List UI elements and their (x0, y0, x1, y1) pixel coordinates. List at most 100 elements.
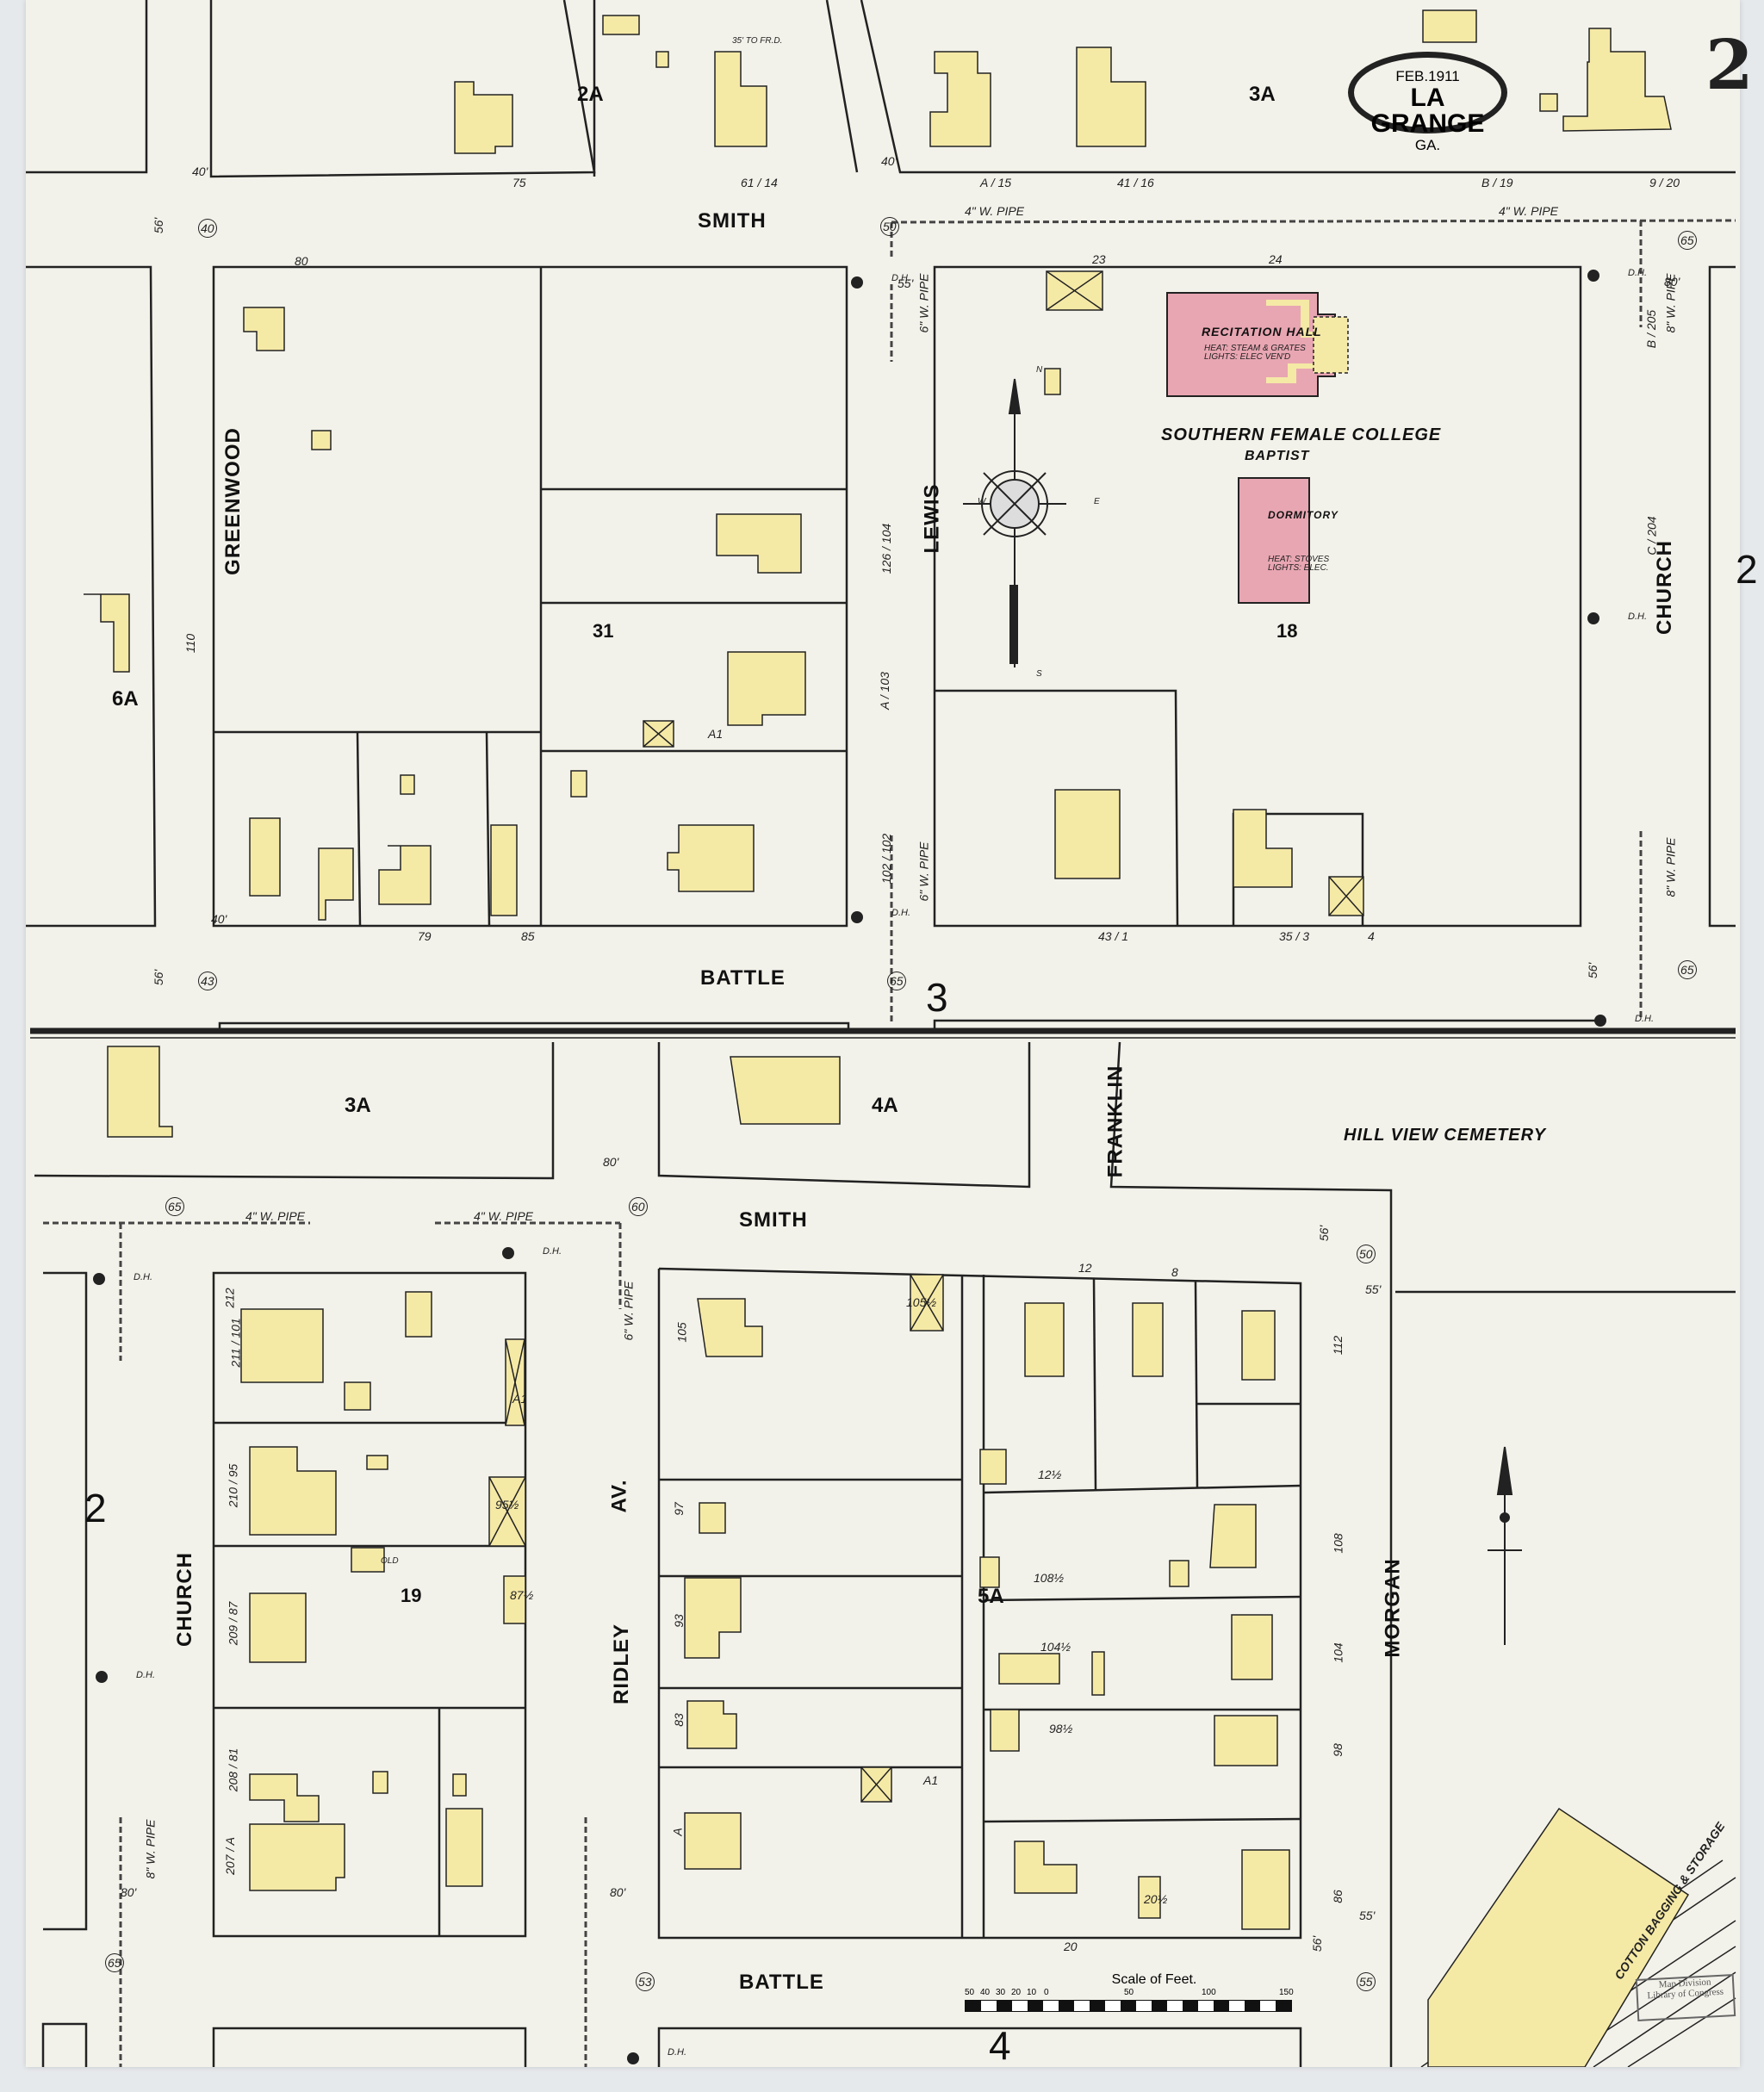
house-number: A1 (923, 1773, 939, 1787)
house-number: 86 (1330, 1890, 1345, 1903)
scale-tick: 100 (1202, 1988, 1216, 1997)
sheet-ref-2-right[interactable]: 2 (1736, 547, 1758, 592)
scale-tick: 10 (1027, 1988, 1037, 1997)
house-number: B / 19 (1481, 176, 1513, 189)
house-number: 112 (1331, 1335, 1345, 1356)
pressure-marker: 65 (1678, 231, 1697, 250)
street-width: 56' (1317, 1225, 1332, 1242)
compass-west: W (978, 497, 986, 506)
hydrant-label: D.H. (891, 273, 910, 283)
street-battle-bottom: BATTLE (739, 1971, 824, 1994)
house-number: 20 (1064, 1940, 1078, 1953)
street-width: 56' (1586, 962, 1600, 979)
sheet-ref-4a[interactable]: 4A (872, 1094, 898, 1117)
scale-tick: 50 (1124, 1988, 1134, 1997)
street-lewis: LEWIS (920, 483, 944, 554)
house-number: 24 (1269, 252, 1283, 266)
pressure-marker: 65 (1678, 960, 1697, 979)
street-smith-bottom: SMITH (739, 1208, 808, 1232)
sheet-ref-2-left[interactable]: 2 (84, 1486, 107, 1530)
pipe-label: 4" W. PIPE (474, 1209, 534, 1223)
hydrant-label: D.H. (1635, 1014, 1654, 1024)
pressure-marker: 65 (165, 1197, 184, 1216)
college-denomination: BAPTIST (1245, 449, 1310, 463)
sheet-ref-4[interactable]: 4 (989, 2023, 1011, 2068)
pipe-label: 8" W. PIPE (143, 1819, 158, 1879)
house-number: 108½ (1034, 1571, 1065, 1585)
house-number: 93 (671, 1614, 686, 1628)
pressure-marker: 65 (887, 972, 906, 990)
compass-north: N (1036, 365, 1043, 375)
recitation-hall-notes: HEAT: STEAM & GRATES LIGHTS: ELEC VEN'D (1204, 344, 1306, 362)
scale-tick: 30 (996, 1988, 1006, 1997)
street-width: 56' (1310, 1935, 1325, 1952)
house-number: B / 205 (1644, 309, 1659, 349)
street-width: 40' (881, 154, 898, 168)
street-battle-top: BATTLE (700, 966, 786, 990)
sheet-ref-2a[interactable]: 2A (577, 83, 604, 106)
street-width: 80' (121, 1885, 137, 1899)
house-number: C / 204 (1644, 516, 1659, 556)
street-morgan: MORGAN (1381, 1558, 1405, 1658)
fire-dept-distance: 35' TO FR.D. (732, 36, 783, 46)
house-number: 212 (222, 1288, 237, 1308)
scale-graphic (965, 2000, 1292, 2012)
scale-tick: 50 (965, 1988, 975, 1997)
hydrant-label: D.H. (891, 908, 910, 918)
sheet-ref-3a-lower[interactable]: 3A (345, 1094, 371, 1117)
hydrant-label: D.H. (543, 1246, 562, 1257)
house-number: 104 (1331, 1642, 1345, 1663)
street-width: 80' (1664, 275, 1680, 289)
scale-tick: 150 (1279, 1988, 1294, 1997)
house-number: 80 (295, 254, 308, 268)
sheet-ref-6a[interactable]: 6A (112, 687, 139, 711)
hydrant-label: D.H. (1628, 611, 1647, 622)
house-number: 97 (671, 1502, 686, 1516)
house-number: 61 / 14 (741, 176, 778, 189)
house-number: 102 / 102 (879, 833, 894, 885)
house-number: 104½ (1040, 1640, 1071, 1654)
pipe-label: 6" W. PIPE (916, 273, 931, 333)
house-number: A / 103 (877, 672, 891, 710)
pressure-marker: 43 (198, 972, 217, 990)
compass-east: E (1094, 497, 1100, 506)
house-number: 110 (183, 633, 198, 654)
pressure-marker: 60 (629, 1197, 648, 1216)
pressure-marker: 53 (636, 1972, 655, 1991)
street-width: 80' (603, 1155, 619, 1169)
pipe-label: 4" W. PIPE (965, 204, 1025, 218)
house-number: 85 (521, 929, 535, 943)
house-number: 87½ (510, 1588, 534, 1602)
block-19: 19 (401, 1585, 422, 1606)
hydrant-label: D.H. (134, 1272, 152, 1282)
street-ridley: RIDLEY (610, 1623, 634, 1705)
pressure-marker: 50 (1357, 1245, 1376, 1263)
house-number: 79 (418, 929, 432, 943)
street-church-left: CHURCH (173, 1552, 196, 1647)
sheet-ref-3a-top[interactable]: 3A (1249, 83, 1276, 106)
dormitory-label: DORMITORY (1268, 509, 1339, 521)
street-width: 56' (152, 969, 166, 986)
dormitory-notes: HEAT: STOVES LIGHTS: ELEC. (1268, 555, 1330, 573)
block-31: 31 (593, 620, 614, 642)
house-number: A1 (708, 727, 724, 741)
house-number: 75 (512, 176, 526, 189)
street-width: 55' (1359, 1909, 1376, 1922)
street-width: 55' (898, 276, 914, 290)
scale-title: Scale of Feet. (1111, 1972, 1197, 1987)
sheet-ref-5a[interactable]: 5A (978, 1585, 1004, 1608)
pipe-label: 6" W. PIPE (916, 841, 931, 902)
house-number: 95½ (495, 1498, 519, 1512)
house-number: 208 / 81 (226, 1747, 240, 1792)
house-number: 35 / 3 (1279, 929, 1310, 943)
sheet-ref-3[interactable]: 3 (926, 975, 948, 1020)
scale-ticks: 50 40 30 20 10 0 50 100 150 (965, 1988, 1294, 2000)
pressure-marker: 40 (198, 219, 217, 238)
house-number: A1 (512, 1392, 528, 1406)
house-number: 23 (1092, 252, 1106, 266)
house-number: 98 (1330, 1743, 1345, 1757)
scale-bar: Scale of Feet. 50 40 30 20 10 0 50 100 1… (965, 1972, 1294, 2012)
house-number: 126 / 104 (879, 523, 894, 574)
house-number: A / 15 (980, 176, 1012, 189)
street-width: 80' (610, 1885, 626, 1899)
